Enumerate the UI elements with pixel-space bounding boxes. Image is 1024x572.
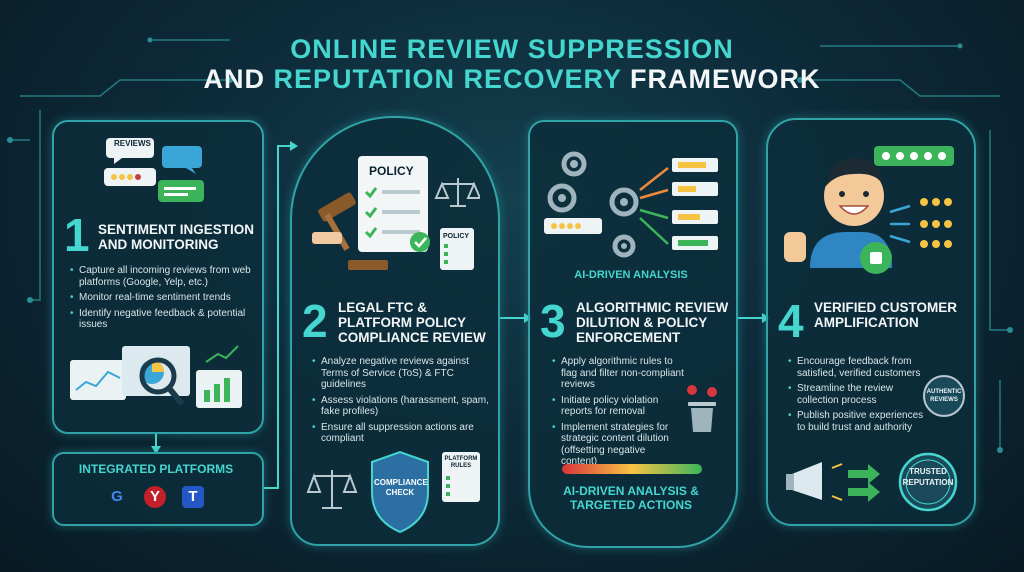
step-3-bullet: Apply algorithmic rules to flag and filt…	[552, 356, 684, 391]
step-4-bullet: Encourage feedback from satisfied, verif…	[788, 356, 924, 379]
analytics-dashboard-icon	[70, 345, 242, 408]
step-1-bullet: Monitor real-time sentiment trends	[70, 292, 256, 304]
step-1-bullet: Identify negative feedback & potential i…	[70, 308, 256, 331]
step-2-bullets: Analyze negative reviews against Terms o…	[312, 356, 490, 449]
gears-ratings-icon	[544, 151, 718, 258]
step-4-bullets: Encourage feedback from satisfied, verif…	[788, 356, 924, 437]
step-4-bullet: Streamline the review collection process	[788, 383, 924, 406]
step-2-title: LEGAL FTC & PLATFORM POLICY COMPLIANCE R…	[338, 300, 486, 345]
title-line-2-accent: REPUTATION RECOVERY	[273, 64, 622, 94]
compliance-check-label: COMPLIANCE CHECK	[374, 478, 428, 497]
happy-customer-icon	[784, 146, 954, 274]
yelp-logo-icon: Y	[144, 486, 166, 508]
step-2-bullet: Ensure all suppression actions are compl…	[312, 422, 490, 445]
step-1-number: 1	[64, 209, 90, 261]
policy-doc-label: POLICY	[369, 164, 414, 178]
title-line-1: ONLINE REVIEW SUPPRESSION	[290, 34, 734, 64]
review-bubbles-icon	[104, 138, 204, 202]
step-3-bullet: Initiate policy violation reports for re…	[552, 395, 684, 418]
step-3-number: 3	[540, 295, 566, 347]
step-3-title: ALGORITHMIC REVIEW DILUTION & POLICY ENF…	[576, 300, 729, 345]
compliance-shield-icon	[306, 450, 480, 534]
reviews-bubble-label: REVIEWS	[114, 139, 151, 148]
step-1-bullet: Capture all incoming reviews from web pl…	[70, 265, 256, 288]
megaphone-trusted-icon	[786, 452, 958, 512]
legal-policy-icon	[312, 156, 480, 270]
step-4-title: VERIFIED CUSTOMER AMPLIFICATION	[814, 300, 958, 330]
step-2-bullet: Analyze negative reviews against Terms o…	[312, 356, 490, 391]
step-4-bullet: Publish positive experiences to build tr…	[788, 410, 924, 433]
step-2-number: 2	[302, 295, 328, 347]
step-1-title: SENTIMENT INGESTION AND MONITORING	[98, 222, 255, 252]
ai-analysis-top-label: AI-DRIVEN ANALYSIS	[574, 269, 688, 281]
sentiment-gradient-bar	[562, 464, 702, 474]
trash-bin-icon	[687, 385, 717, 432]
ai-analysis-bottom-label: AI-DRIVEN ANALYSIS & TARGETED ACTIONS	[563, 484, 699, 512]
trustpilot-logo-icon: T	[182, 486, 204, 508]
step-1-bullets: Capture all incoming reviews from web pl…	[70, 265, 256, 335]
step-3-bullet: Implement strategies for strategic conte…	[552, 422, 684, 468]
title-line-2-and: AND	[203, 64, 274, 94]
authentic-badge-label: AUTHENTIC REVIEWS	[926, 389, 962, 403]
policy-small-doc-label: POLICY	[443, 233, 470, 240]
platform-rules-label: PLATFORM RULES	[444, 456, 478, 469]
step-2-bullet: Assess violations (harassment, spam, fak…	[312, 395, 490, 418]
step-4-number: 4	[778, 295, 804, 347]
step-3-bullets: Apply algorithmic rules to flag and filt…	[552, 356, 684, 472]
integrated-platforms-label: INTEGRATED PLATFORMS	[78, 462, 234, 476]
title-line-2: AND REPUTATION RECOVERY FRAMEWORK	[0, 64, 1024, 95]
authentic-badge-icon	[923, 375, 965, 417]
google-logo-icon: G	[111, 488, 123, 505]
title-line-2-tail: FRAMEWORK	[621, 64, 821, 94]
trusted-badge-label: TRUSTED REPUTATION	[902, 467, 954, 487]
